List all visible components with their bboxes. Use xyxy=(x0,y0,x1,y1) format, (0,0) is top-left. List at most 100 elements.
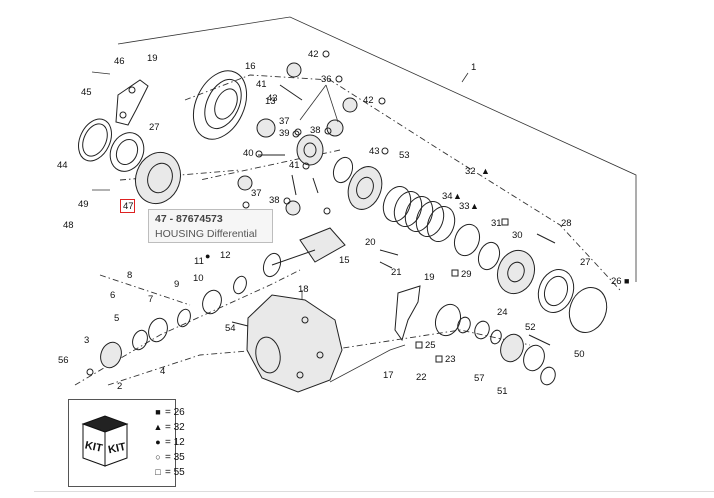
callout-9: 9 xyxy=(174,279,179,290)
bearing-27b-inner xyxy=(543,275,569,307)
callout-13: 13 xyxy=(265,96,276,107)
bearing-9 xyxy=(202,289,222,315)
triangle-marker-32: ▲ xyxy=(481,166,490,176)
callout-43-top: 43 xyxy=(267,93,278,104)
callout-10: 10 xyxy=(193,273,204,284)
leader-17 xyxy=(329,344,406,383)
square-marker-29 xyxy=(451,269,459,277)
callout-33: 33 xyxy=(459,201,470,212)
housing-axis-line xyxy=(119,169,241,181)
triangle-marker-33: ▲ xyxy=(470,201,479,211)
ring-24b xyxy=(490,329,502,345)
callout-3: 3 xyxy=(84,335,89,346)
bottom-divider xyxy=(34,491,714,492)
selected-callout-highlight[interactable] xyxy=(120,199,135,213)
open-square-icon: □ xyxy=(155,467,161,477)
legend-value: = 55 xyxy=(165,467,185,478)
disc-3 xyxy=(404,196,434,232)
hub-30-bore xyxy=(507,261,525,283)
square-marker-23 xyxy=(435,355,443,363)
flange-3 xyxy=(100,341,122,369)
circle-marker-43 xyxy=(381,147,389,155)
pin-28 xyxy=(536,233,556,244)
callout-52: 52 xyxy=(525,322,536,333)
housing-bolt-hole-1 xyxy=(301,316,309,324)
washer-43 xyxy=(332,156,354,184)
callout-7: 7 xyxy=(148,294,153,305)
main-housing-18 xyxy=(246,294,343,393)
side-gear-bore xyxy=(303,142,317,158)
diff-housing-bore xyxy=(147,162,173,194)
assembly-bracket-line xyxy=(117,16,637,282)
callout-labels: 1 2 3 4 5 6 7 8 9 10 11 12 13 15 16 17 1… xyxy=(57,49,622,397)
tooltip-description: HOUSING Differential xyxy=(155,228,257,240)
gear-diff-lower xyxy=(285,200,301,216)
callout-36: 36 xyxy=(321,74,332,85)
ring-51 xyxy=(523,344,545,372)
kit-markers: ▲ ▲ ▲ ■ ● xyxy=(205,50,629,363)
filled-triangle-icon: ▲ xyxy=(153,422,163,432)
callout-45: 45 xyxy=(81,87,92,98)
callout-46: 46 xyxy=(114,56,125,67)
callout-50: 50 xyxy=(574,349,585,360)
kit-label-left: KIT xyxy=(84,439,104,454)
callout-27-right: 27 xyxy=(580,257,591,268)
filled-circle-icon: ● xyxy=(155,437,161,447)
pin-37 xyxy=(312,177,319,194)
plate-53 xyxy=(347,166,383,210)
callout-37-top: 37 xyxy=(279,116,290,127)
callout-25: 25 xyxy=(425,340,436,351)
callout-26: 26 xyxy=(611,276,622,287)
seal-6 xyxy=(148,317,168,343)
square-filled-marker-26: ■ xyxy=(624,276,629,286)
housing-bolt-hole-2 xyxy=(316,351,324,359)
callout-42-top: 42 xyxy=(308,49,319,60)
left-axis-line xyxy=(99,274,191,306)
lower-left-axis-line xyxy=(107,349,261,386)
circle-marker-42a xyxy=(322,50,330,58)
callout-37-left: 37 xyxy=(251,188,262,199)
callout-43-right: 43 xyxy=(369,146,380,157)
callout-19-top: 19 xyxy=(147,53,158,64)
callout-1: 1 xyxy=(471,62,476,73)
cap-hole xyxy=(128,86,136,94)
side-gear-shape xyxy=(296,134,324,166)
callout-34: 34 xyxy=(442,191,453,202)
ring-gear-16-shape xyxy=(192,70,248,140)
callout-23: 23 xyxy=(445,354,456,365)
plate-53-bore xyxy=(356,176,374,200)
callout-49: 49 xyxy=(78,199,89,210)
disc-5 xyxy=(426,206,456,242)
circle-marker-41 xyxy=(302,162,310,170)
callout-27-left: 27 xyxy=(149,122,160,133)
pin-41 xyxy=(279,84,303,101)
callout-42-right: 42 xyxy=(363,95,374,106)
kit-label-right: KIT xyxy=(107,441,127,456)
callout-5: 5 xyxy=(114,313,119,324)
disc-4 xyxy=(415,201,445,237)
ring-gear-16-hub xyxy=(214,88,238,120)
callout-41-mid: 41 xyxy=(289,160,300,171)
callout-29: 29 xyxy=(461,269,472,280)
gear-diff-left xyxy=(237,175,253,191)
tooltip-part-number: 47 - 87674573 xyxy=(155,213,223,225)
disc-1 xyxy=(382,186,412,222)
bolt-21 xyxy=(379,261,393,269)
legend-value: = 35 xyxy=(165,452,185,463)
ring-24 xyxy=(474,320,490,340)
ring-7 xyxy=(177,308,191,328)
callout-38-left: 38 xyxy=(269,195,280,206)
kit-box-icon: KIT KIT xyxy=(81,415,129,467)
callout-4: 4 xyxy=(160,366,165,377)
callout-22: 22 xyxy=(416,372,427,383)
circle-marker-40 xyxy=(255,150,263,158)
ring-29 xyxy=(477,241,501,271)
callout-19-right: 19 xyxy=(424,272,435,283)
ring-44-inner xyxy=(82,123,108,157)
bearing-27b xyxy=(537,269,575,313)
washer-23 xyxy=(457,316,471,334)
bolt-54 xyxy=(231,321,249,327)
callout-40: 40 xyxy=(243,148,254,159)
